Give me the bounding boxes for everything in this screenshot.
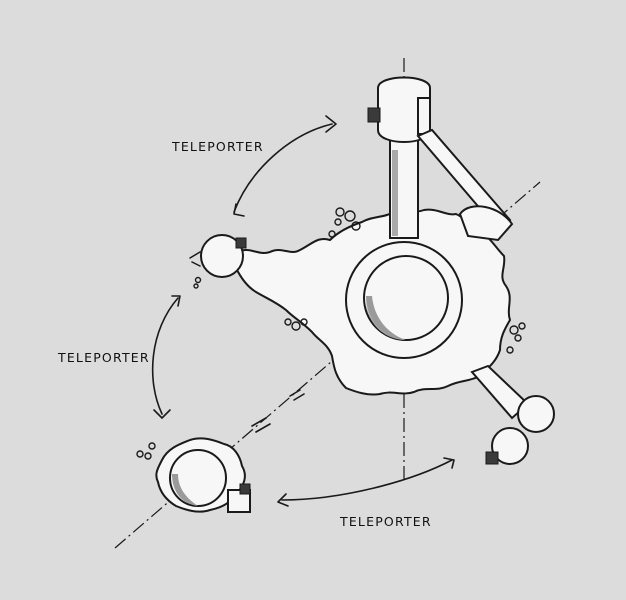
teleporter-label-left: TELEPORTER — [57, 350, 150, 365]
top-module — [367, 76, 514, 242]
axis-ticks — [251, 389, 305, 433]
main-island — [235, 208, 511, 396]
teleporter-label-top: TELEPORTER — [171, 139, 264, 154]
teleporter-label-bottom: TELEPORTER — [339, 514, 432, 529]
teleporter-arc-left — [151, 295, 181, 419]
teleporter-arc-bottom — [277, 457, 455, 507]
debris — [136, 207, 526, 460]
small-island — [155, 437, 251, 513]
lower-right-pods — [470, 364, 555, 465]
upper-left-pod — [189, 234, 247, 278]
teleporter-arc-top — [233, 115, 337, 217]
